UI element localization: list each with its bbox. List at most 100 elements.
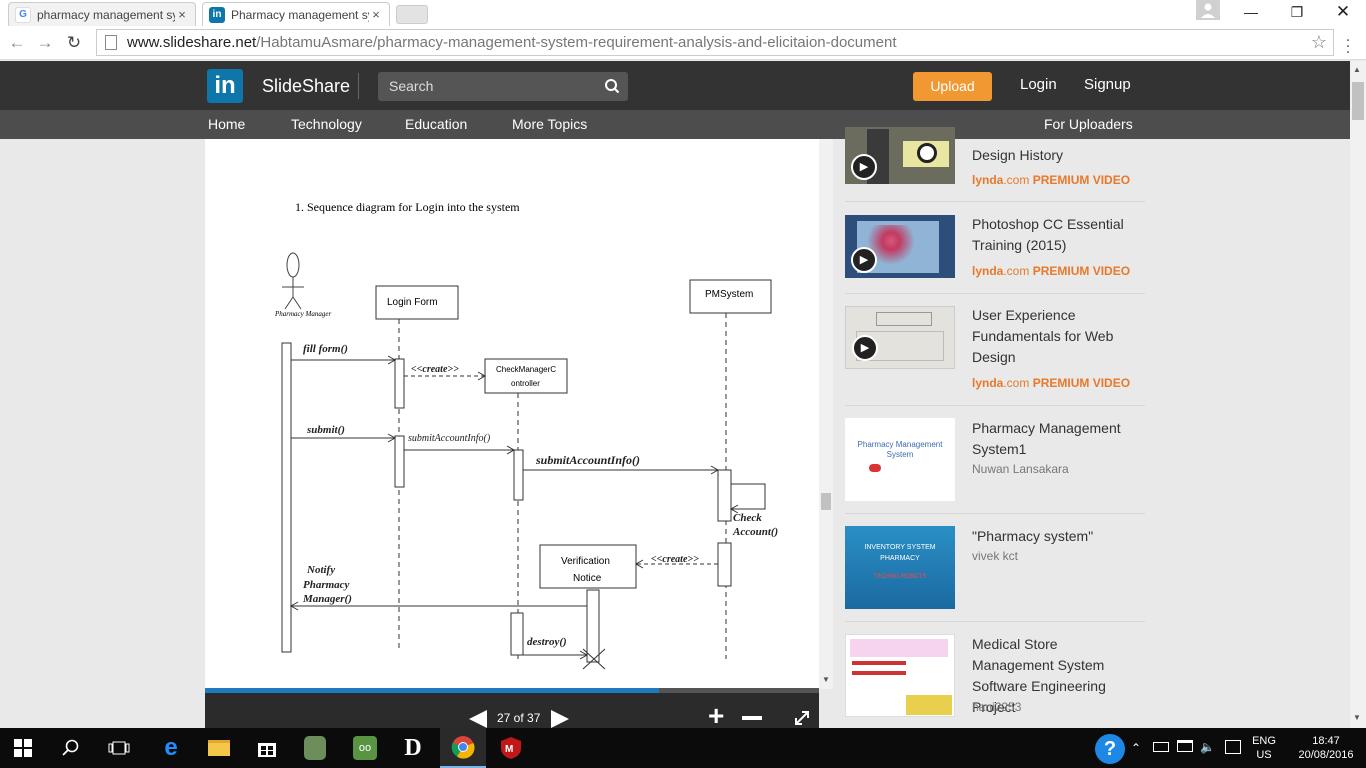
related-title[interactable]: Photoshop CC Essential Training (2015) [972, 216, 1124, 253]
search-icon[interactable] [604, 72, 620, 111]
scrollbar-thumb[interactable] [821, 493, 831, 510]
nav-more-topics[interactable]: More Topics [512, 116, 588, 132]
evernote-icon[interactable] [292, 728, 338, 768]
dashlane-icon[interactable]: D [404, 734, 422, 761]
nav-for-uploaders[interactable]: For Uploaders [1044, 116, 1133, 132]
related-item[interactable]: ▶ Design History lynda.com PREMIUM VIDEO [845, 127, 1145, 202]
related-title[interactable]: Design History [972, 147, 1064, 163]
related-item[interactable]: Medical Store Management System Software… [845, 622, 1145, 730]
related-thumbnail[interactable]: ▶ [845, 215, 955, 278]
linkedin-logo-icon[interactable]: in [207, 69, 243, 103]
file-explorer-icon[interactable] [196, 728, 242, 768]
nav-home[interactable]: Home [208, 116, 246, 132]
lynda-suffix: .com [1003, 264, 1030, 278]
tripadvisor-icon[interactable]: oo [342, 728, 388, 768]
close-window-icon[interactable]: ✕ [1335, 2, 1351, 21]
page-scrollbar[interactable]: ▲ ▼ [1350, 61, 1366, 730]
show-hidden-icons-icon[interactable]: ⌃ [1131, 741, 1142, 755]
slide-viewer[interactable]: 1. Sequence diagram for Login into the s… [205, 139, 819, 688]
related-title[interactable]: Medical Store Management System Software… [972, 636, 1106, 715]
search-input[interactable]: Search [378, 72, 628, 101]
msg-submit-info: submitAccountInfo() [535, 453, 640, 467]
related-thumbnail[interactable]: ▶ [845, 127, 955, 184]
signup-link[interactable]: Signup [1084, 76, 1131, 93]
related-thumbnail[interactable]: Pharmacy Management System [845, 418, 955, 501]
related-title[interactable]: User Experience Fundamentals for Web Des… [972, 307, 1114, 365]
network-icon[interactable] [1177, 740, 1193, 752]
clock-date: 20/08/2016 [1298, 749, 1354, 761]
related-author[interactable]: Nuwan Lansakara [972, 462, 1069, 476]
tab-close-icon[interactable]: × [372, 7, 380, 22]
related-item[interactable]: ▶ [845, 294, 1145, 406]
msg-fill-form: fill form() [303, 343, 348, 355]
start-icon[interactable] [0, 728, 46, 768]
reload-icon[interactable]: ↻ [66, 33, 82, 52]
tab-close-icon[interactable]: × [178, 7, 186, 22]
lang-2: US [1256, 749, 1272, 761]
related-item[interactable]: ▶ [845, 203, 1145, 294]
brand-name[interactable]: SlideShare [262, 76, 351, 96]
battery-icon[interactable] [1153, 742, 1169, 752]
topic-nav: Home Technology Education More Topics Fo… [0, 110, 1350, 139]
related-title[interactable]: Pharmacy Management System1 [972, 420, 1121, 457]
tab-title: Pharmacy management sy [231, 7, 369, 22]
sequence-diagram: 1. Sequence diagram for Login into the s… [274, 200, 778, 670]
scroll-up-icon[interactable]: ▲ [1353, 65, 1361, 74]
clock[interactable]: 18:47 20/08/2016 [1290, 734, 1362, 762]
new-tab-button[interactable] [396, 5, 428, 24]
prev-slide-icon[interactable] [469, 710, 487, 728]
bookmark-star-icon[interactable]: ☆ [1310, 32, 1327, 52]
chrome-icon[interactable] [440, 728, 486, 768]
nav-technology[interactable]: Technology [291, 116, 362, 132]
nav-education[interactable]: Education [405, 116, 468, 132]
scroll-down-icon[interactable]: ▼ [1353, 713, 1361, 722]
tab-title: pharmacy management sy [37, 7, 175, 22]
help-icon[interactable]: ? [1095, 734, 1125, 764]
zoom-out-icon[interactable] [742, 716, 762, 720]
related-item[interactable]: INVENTORY SYSTEM PHARMACY TECHNO ROBOTS … [845, 514, 1145, 622]
back-icon[interactable]: ← [8, 33, 26, 52]
related-author[interactable]: vivek kct [972, 549, 1019, 563]
slide-progress-track[interactable] [205, 688, 819, 693]
profile-icon[interactable] [1196, 0, 1220, 20]
thumb-text-2: PHARMACY [880, 555, 920, 562]
related-title[interactable]: "Pharmacy system" [972, 528, 1094, 544]
chrome-menu-icon[interactable]: ... [1345, 28, 1351, 57]
scrollbar-thumb[interactable] [1352, 82, 1364, 120]
related-source: lynda.com PREMIUM VIDEO [972, 264, 1130, 278]
msg-check-2: Account() [732, 526, 778, 538]
browser-tab[interactable]: G pharmacy management sy × [8, 2, 196, 26]
forward-icon[interactable]: → [36, 33, 54, 52]
verification-label-1: Verification [561, 556, 610, 567]
login-link[interactable]: Login [1020, 76, 1057, 93]
mcafee-icon[interactable]: M [488, 728, 534, 768]
browser-tab-strip: G pharmacy management sy × in Pharmacy m… [0, 0, 1366, 26]
slide-scrollbar[interactable]: ▼ [819, 139, 833, 689]
browser-tab-active[interactable]: in Pharmacy management sy × [202, 2, 390, 26]
search-icon[interactable] [48, 728, 94, 768]
language-indicator[interactable]: ENG US [1248, 734, 1280, 762]
store-icon[interactable] [244, 728, 290, 768]
related-thumbnail[interactable]: INVENTORY SYSTEM PHARMACY TECHNO ROBOTS [845, 526, 955, 609]
notifications-icon[interactable] [1225, 740, 1241, 754]
controller-label-1: CheckManagerC [496, 365, 556, 374]
related-item[interactable]: Pharmacy Management System Pharmacy Mana… [845, 406, 1145, 514]
next-slide-icon[interactable] [551, 710, 569, 728]
volume-icon[interactable]: 🔈 [1200, 740, 1215, 754]
fullscreen-icon[interactable] [793, 709, 811, 730]
scroll-down-icon[interactable]: ▼ [822, 675, 830, 684]
page-counter: 27 of 37 [497, 711, 541, 725]
restore-icon[interactable]: ❐ [1290, 3, 1304, 20]
upload-button[interactable]: Upload [913, 72, 992, 101]
task-view-icon[interactable] [96, 728, 142, 768]
related-thumbnail[interactable] [845, 634, 955, 717]
address-bar[interactable]: www.slideshare.net/HabtamuAsmare/pharmac… [96, 29, 1334, 56]
related-author[interactable]: hani2253 [972, 700, 1022, 714]
msg-destroy: destroy() [527, 636, 567, 648]
edge-icon[interactable]: e [164, 734, 178, 761]
minimize-icon[interactable]: — [1244, 4, 1258, 20]
related-thumbnail[interactable]: ▶ [845, 306, 955, 369]
play-icon: ▶ [851, 247, 877, 273]
controller-box [484, 358, 568, 394]
zoom-in-icon[interactable]: + [708, 700, 725, 731]
